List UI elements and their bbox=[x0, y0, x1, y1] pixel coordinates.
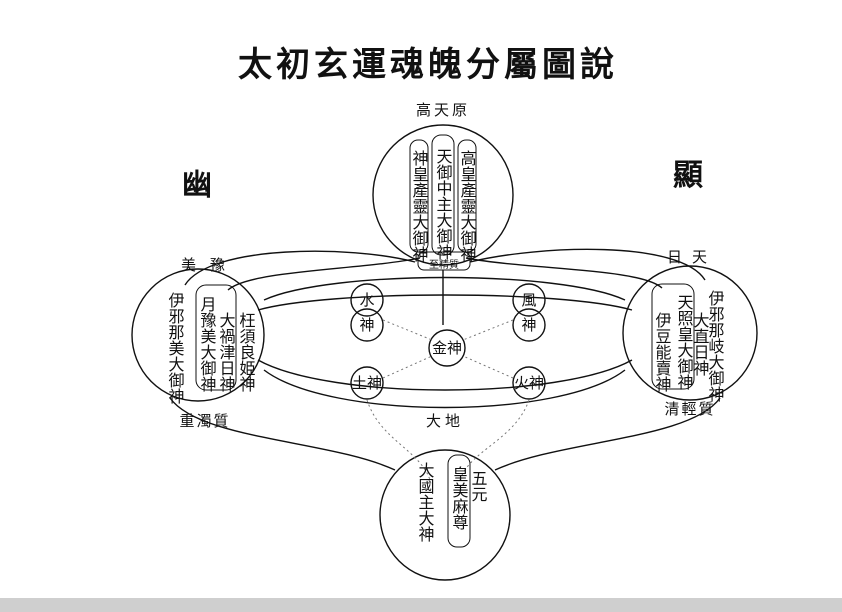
scan-edge bbox=[0, 598, 842, 612]
text-wind: 風 bbox=[521, 291, 536, 309]
link-left-earth bbox=[169, 397, 396, 471]
col-heaven-center: 天御中主大御神 bbox=[434, 148, 453, 260]
col-earth-c: 五元 bbox=[469, 470, 488, 502]
col-earth-b: 皇美麻尊 bbox=[450, 466, 469, 531]
node-water bbox=[350, 283, 384, 317]
text-metal-god: 金神 bbox=[432, 339, 462, 357]
realm-left: 美豫 bbox=[181, 256, 239, 274]
realm-earth: 大地 bbox=[426, 412, 464, 430]
link-heaven-left bbox=[184, 250, 416, 286]
loop-heaven-center bbox=[431, 134, 455, 256]
realm-heaven: 高天原 bbox=[416, 101, 470, 119]
text-earth-god: 土神 bbox=[352, 374, 382, 392]
dots-earth-ground bbox=[366, 399, 431, 481]
earth-circle bbox=[379, 449, 511, 581]
link-right-earth bbox=[494, 397, 721, 471]
dots-fire-metal bbox=[462, 355, 514, 379]
dots-earth-metal bbox=[382, 355, 433, 379]
heaven-circle bbox=[372, 124, 514, 266]
diagram-title: 太初玄運魂魄分屬圖說 bbox=[238, 45, 618, 85]
text-fire-god: 火神 bbox=[514, 374, 544, 392]
label-hidden-realm: 幽 bbox=[182, 168, 212, 203]
col-right-mid-b: 伊豆能賣神 bbox=[653, 312, 672, 392]
node-water-lower bbox=[350, 308, 384, 342]
col-left-mid-b: 大禍津日神 bbox=[217, 312, 236, 392]
link-heaven-left-inner bbox=[227, 257, 421, 291]
col-right-outer: 伊邪那岐大御神 bbox=[706, 290, 725, 402]
col-left-outer: 伊邪那美大御神 bbox=[166, 292, 185, 404]
link-heaven-right-inner bbox=[465, 257, 663, 289]
center-loop-inner-top bbox=[257, 294, 633, 311]
node-wind bbox=[512, 283, 546, 317]
center-loop-inner-bottom bbox=[257, 359, 633, 391]
dots-wind-metal bbox=[462, 319, 514, 341]
loop-earth bbox=[447, 454, 471, 548]
col-right-mid-a: 天照皇大御神 bbox=[675, 294, 694, 390]
dots-water-metal bbox=[382, 319, 433, 341]
node-wind-lower bbox=[512, 308, 546, 342]
paper-sheet bbox=[0, 0, 842, 598]
col-earth-a: 大國主大神 bbox=[416, 462, 435, 542]
realm-right: 日天 bbox=[667, 248, 717, 266]
loop-right-mid bbox=[651, 283, 695, 390]
quality-top-box bbox=[417, 251, 471, 271]
text-water-god: 神 bbox=[359, 316, 374, 334]
center-loop-top bbox=[263, 276, 626, 301]
link-heaven-right bbox=[469, 248, 706, 281]
loop-heaven-right bbox=[457, 139, 477, 253]
loop-heaven-left bbox=[409, 139, 429, 253]
left-realm-circle bbox=[131, 268, 265, 402]
text-wind-god: 神 bbox=[521, 316, 536, 334]
text-water: 水 bbox=[359, 291, 374, 309]
col-heaven-right: 高皇產靈大御神 bbox=[458, 150, 477, 262]
node-earth bbox=[350, 366, 384, 400]
col-right-inner: 大直日神 bbox=[691, 312, 710, 376]
loop-left-mid bbox=[195, 284, 237, 391]
col-heaven-left: 神皇產靈大御神 bbox=[410, 150, 429, 262]
col-left-mid-a: 月豫美大御神 bbox=[198, 296, 217, 392]
col-left-inner: 枉須良姫神 bbox=[237, 312, 256, 392]
center-loop-bottom bbox=[263, 369, 626, 409]
node-fire bbox=[512, 366, 546, 400]
label-manifest-realm: 顯 bbox=[673, 158, 703, 193]
node-metal bbox=[428, 329, 466, 367]
